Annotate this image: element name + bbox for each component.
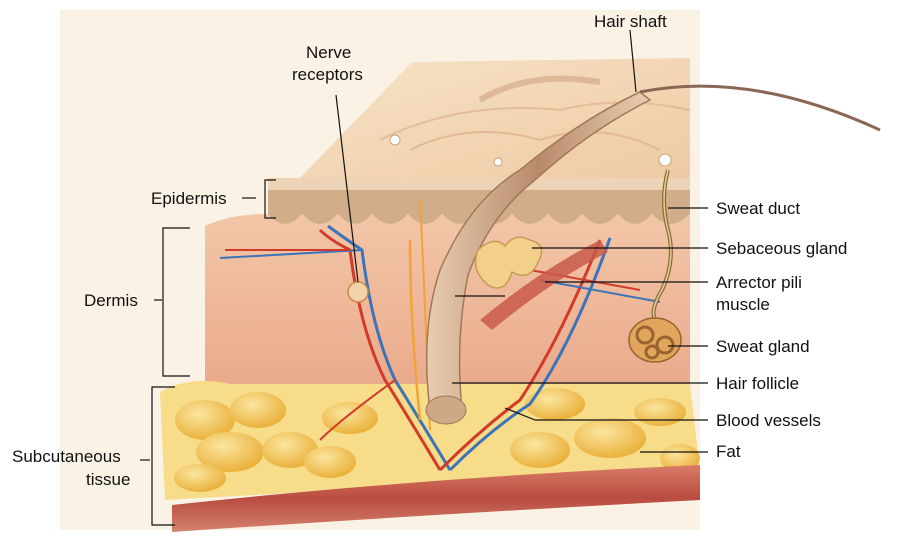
label-hair-follicle: Hair follicle <box>716 374 799 393</box>
label-blood-vessels: Blood vessels <box>716 411 821 430</box>
label-arrector-pili-line2: muscle <box>716 295 770 314</box>
label-nerve-receptors-line1: Nerve <box>306 43 351 62</box>
label-sweat-gland: Sweat gland <box>716 337 810 356</box>
label-sweat-duct: Sweat duct <box>716 199 800 218</box>
label-subcutaneous-line2: tissue <box>86 470 130 489</box>
label-dermis: Dermis <box>84 291 138 310</box>
label-hair-shaft: Hair shaft <box>594 12 667 31</box>
label-subcutaneous-line1: Subcutaneous <box>12 447 121 466</box>
label-sebaceous-gland: Sebaceous gland <box>716 239 847 258</box>
label-arrector-pili-line1: Arrector pili <box>716 273 802 292</box>
label-nerve-receptors-line2: receptors <box>292 65 363 84</box>
nerve-receptor <box>348 282 368 302</box>
label-fat: Fat <box>716 442 741 461</box>
sweat-gland <box>629 318 681 362</box>
label-epidermis: Epidermis <box>151 189 227 208</box>
